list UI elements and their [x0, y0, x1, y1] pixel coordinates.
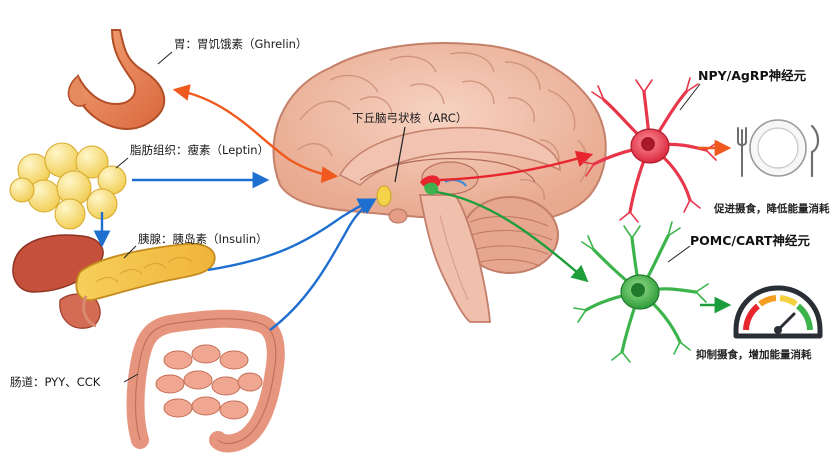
- adipose-label: 脂肪组织：瘦素（Leptin）: [130, 143, 269, 157]
- pancreas-illustration: [12, 234, 216, 329]
- pyy-cck-signal-arrow: [269, 198, 377, 331]
- npy-agrp-title: NPY/AgRP神经元: [698, 68, 807, 83]
- arc-to-npy-arrow: [439, 150, 594, 182]
- brain-illustration: [272, 42, 607, 323]
- intestine-illustration: [126, 309, 285, 453]
- pomc-effect-label: 抑制摄食，增加能量消耗: [696, 348, 812, 361]
- pomc-cart-neuron: [573, 221, 709, 363]
- energy-gauge-icon: [733, 285, 823, 339]
- stomach-illustration: [67, 29, 166, 130]
- pomc-cart-title: POMC/CART神经元: [690, 233, 810, 248]
- ghrelin-signal-arrow: [172, 84, 339, 184]
- stomach-label: 胃：胃饥饿素（Ghrelin）: [174, 37, 307, 51]
- npy-effect-label: 促进摄食，降低能量消耗: [713, 202, 830, 215]
- arc-label: 下丘脑弓状核（ARC）: [352, 111, 467, 125]
- arc-to-pomc-arrow: [435, 190, 589, 283]
- plate-fork-knife-icon: [737, 119, 820, 178]
- npy-agrp-neuron: [581, 77, 719, 223]
- pancreas-label: 胰腺：胰岛素（Insulin）: [138, 232, 268, 246]
- adipose-tissue-illustration: [9, 142, 127, 230]
- intestine-label: 肠道：PYY、CCK: [10, 375, 101, 389]
